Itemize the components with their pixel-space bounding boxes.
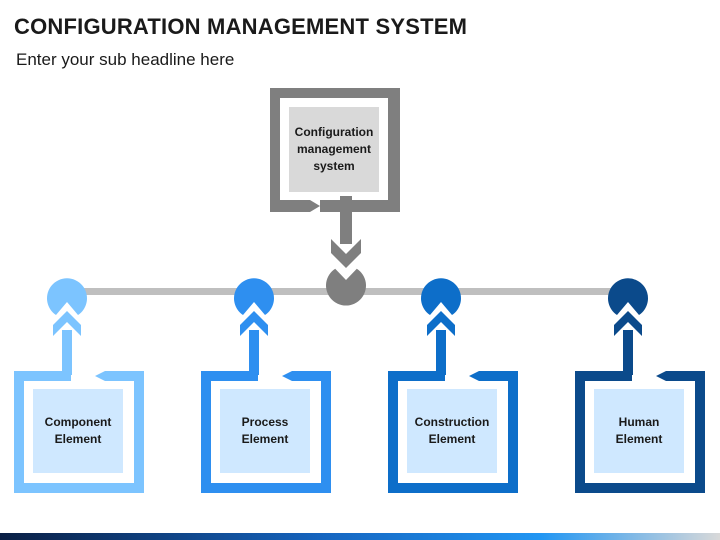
- element-stem: [249, 330, 259, 375]
- element-arrow-head: [240, 311, 268, 336]
- element-stem: [436, 330, 446, 375]
- element-stem: [623, 330, 633, 375]
- element-arrow-head: [614, 311, 642, 336]
- element-arrow-head: [427, 311, 455, 336]
- center-node: [326, 268, 366, 306]
- human-element: [575, 278, 705, 493]
- process-element-label: Process Element: [241, 415, 289, 446]
- component-element: [14, 278, 144, 493]
- element-node: [47, 278, 87, 315]
- element-inner: [220, 389, 310, 473]
- element-node: [234, 278, 275, 315]
- component-element-label: Component Element: [44, 415, 112, 446]
- top-box-stem: [340, 196, 352, 244]
- construction-element: [388, 278, 518, 493]
- footer-bar: [0, 533, 720, 540]
- human-element-label: Human Element: [615, 415, 663, 446]
- element-node: [420, 278, 461, 315]
- top-box-inner: [289, 107, 379, 192]
- construction-element-label: Construction Element: [414, 415, 490, 446]
- process-element: [201, 278, 331, 493]
- element-arrow-head: [53, 311, 81, 336]
- page-title: CONFIGURATION MANAGEMENT SYSTEM: [14, 14, 468, 39]
- top-box-label: Configuration management system: [294, 125, 374, 173]
- element-inner: [33, 389, 123, 473]
- element-inner: [594, 389, 684, 473]
- element-inner: [407, 389, 497, 473]
- page-subtitle: Enter your sub headline here: [16, 50, 235, 69]
- top-box: [270, 88, 400, 306]
- top-box-arrow-head: [331, 239, 361, 268]
- element-stem: [62, 330, 72, 375]
- element-node: [608, 278, 648, 315]
